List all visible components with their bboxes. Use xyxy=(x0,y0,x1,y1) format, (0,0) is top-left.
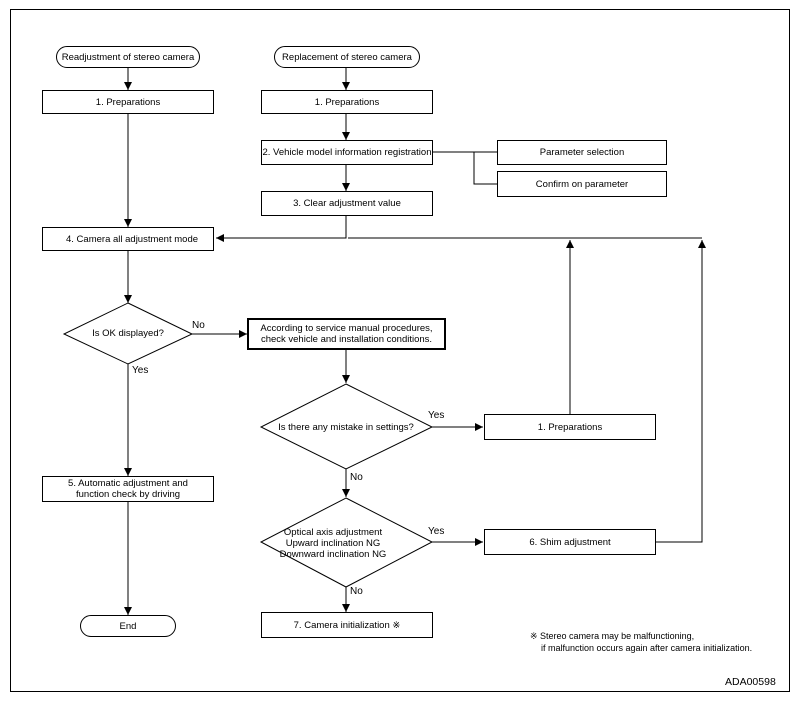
preparations-right-box: 1. Preparations xyxy=(261,90,433,114)
parameter-selection-box: Parameter selection xyxy=(497,140,667,165)
decision-optical-axis xyxy=(259,497,434,588)
auto-adjustment-box: 5. Automatic adjustment and function che… xyxy=(42,476,214,502)
footnote-line-1: ※ Stereo camera may be malfunctioning, xyxy=(530,631,695,641)
label-optical-no: No xyxy=(350,586,363,597)
decision-mistake-settings xyxy=(259,383,434,470)
label-optical-yes: Yes xyxy=(428,526,445,537)
auto-adjustment-line-2: function check by driving xyxy=(75,489,181,500)
label-mistake-yes: Yes xyxy=(428,410,445,421)
optical-line-2: Upward inclination NG xyxy=(285,538,381,549)
service-manual-box: According to service manual procedures, … xyxy=(247,318,446,350)
label-ok-yes: Yes xyxy=(132,365,149,376)
footnote-line-2: if malfunction occurs again after camera… xyxy=(541,643,753,653)
decision-ok-displayed xyxy=(62,302,194,365)
edge-vehicle-reg-to-confirm-param xyxy=(473,152,497,185)
preparations-retry-box: 1. Preparations xyxy=(484,414,656,440)
outer-frame xyxy=(10,9,790,692)
service-manual-line-1: According to service manual procedures, xyxy=(260,323,433,334)
ok-displayed-text: Is OK displayed? xyxy=(92,328,164,339)
clear-adjustment-box: 3. Clear adjustment value xyxy=(261,191,433,216)
camera-adjustment-mode-box: 4. Camera all adjustment mode xyxy=(42,227,214,251)
vehicle-registration-box: 2. Vehicle model information registratio… xyxy=(261,140,433,165)
start-replacement: Replacement of stereo camera xyxy=(274,46,420,68)
end-terminator: End xyxy=(80,615,176,637)
service-manual-line-2: check vehicle and installation condition… xyxy=(260,334,433,345)
mistake-settings-text: Is there any mistake in settings? xyxy=(278,422,414,433)
figure-code: ADA00598 xyxy=(725,676,776,688)
optical-line-3: Downward inclination NG xyxy=(279,549,387,560)
edge-shim-up xyxy=(656,240,706,543)
optical-axis-text: Optical axis adjustment Upward inclinati… xyxy=(268,527,398,560)
label-ok-no: No xyxy=(192,320,205,331)
footnote: ※ Stereo camera may be malfunctioning, i… xyxy=(530,630,752,654)
camera-initialization-box: 7. Camera initialization ※ xyxy=(261,612,433,638)
edge-clear-to-camera-mode xyxy=(216,216,347,242)
start-readjustment: Readjustment of stereo camera xyxy=(56,46,200,68)
label-mistake-no: No xyxy=(350,472,363,483)
confirm-parameter-box: Confirm on parameter xyxy=(497,171,667,197)
optical-line-1: Optical axis adjustment xyxy=(283,527,383,538)
preparations-left-box: 1. Preparations xyxy=(42,90,214,114)
auto-adjustment-line-1: 5. Automatic adjustment and xyxy=(68,478,188,489)
shim-adjustment-box: 6. Shim adjustment xyxy=(484,529,656,555)
